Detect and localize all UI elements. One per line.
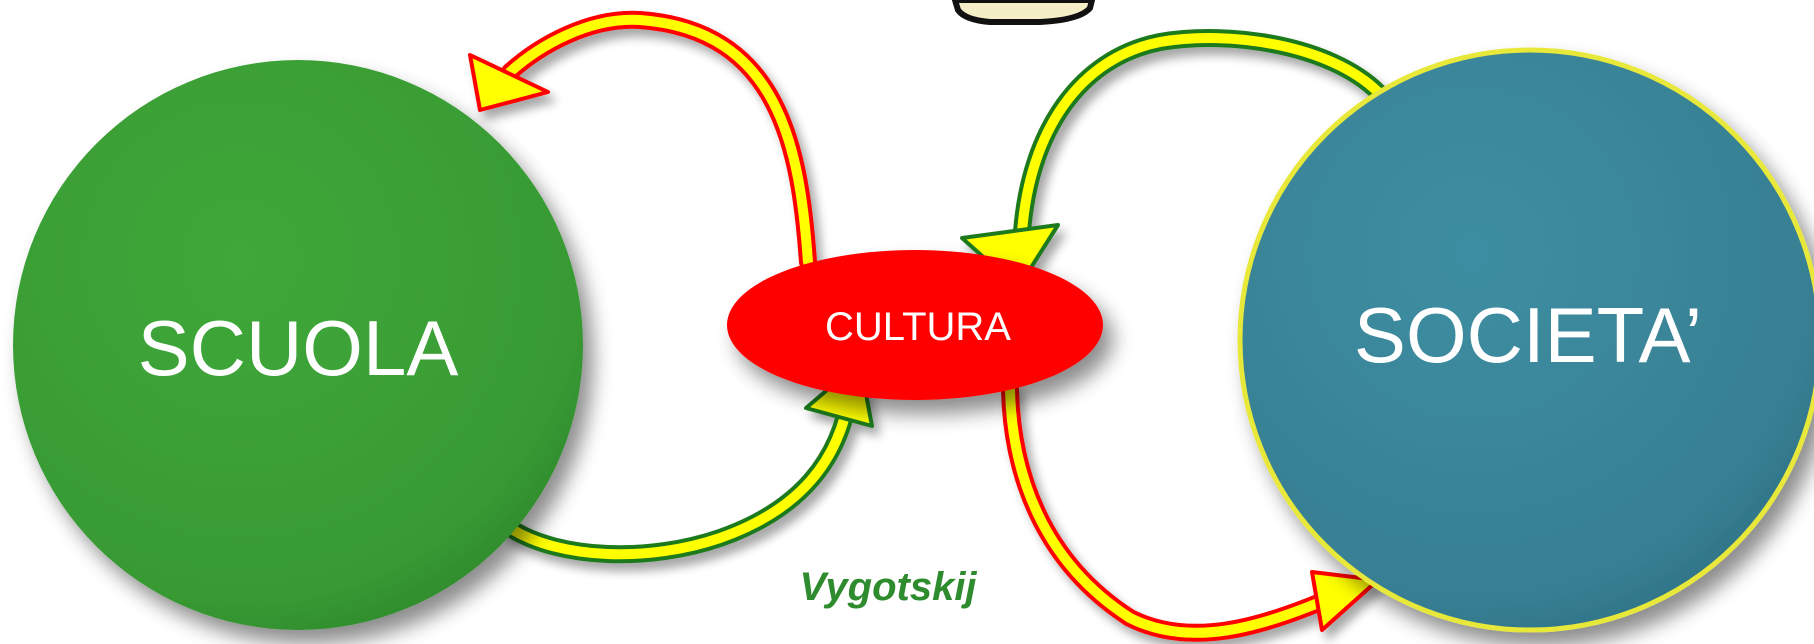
arrow-cultura-to-scuola bbox=[468, 10, 817, 271]
scuola-circle bbox=[13, 60, 583, 630]
node-scuola: SCUOLA bbox=[13, 60, 583, 630]
societa-label: SOCIETA’ bbox=[1354, 291, 1702, 379]
node-societa: SOCIETA’ bbox=[1237, 47, 1814, 633]
caption-vygotskij: Vygotskij bbox=[799, 565, 977, 609]
scuola-label: SCUOLA bbox=[138, 304, 459, 392]
top-shape-partial bbox=[951, 0, 1096, 25]
node-cultura: CULTURA bbox=[727, 250, 1103, 400]
cultura-ellipse bbox=[727, 250, 1103, 400]
societa-circle bbox=[1237, 47, 1814, 633]
arrow-cultura-to-societa bbox=[1001, 381, 1380, 642]
cultura-label: CULTURA bbox=[825, 305, 1011, 349]
